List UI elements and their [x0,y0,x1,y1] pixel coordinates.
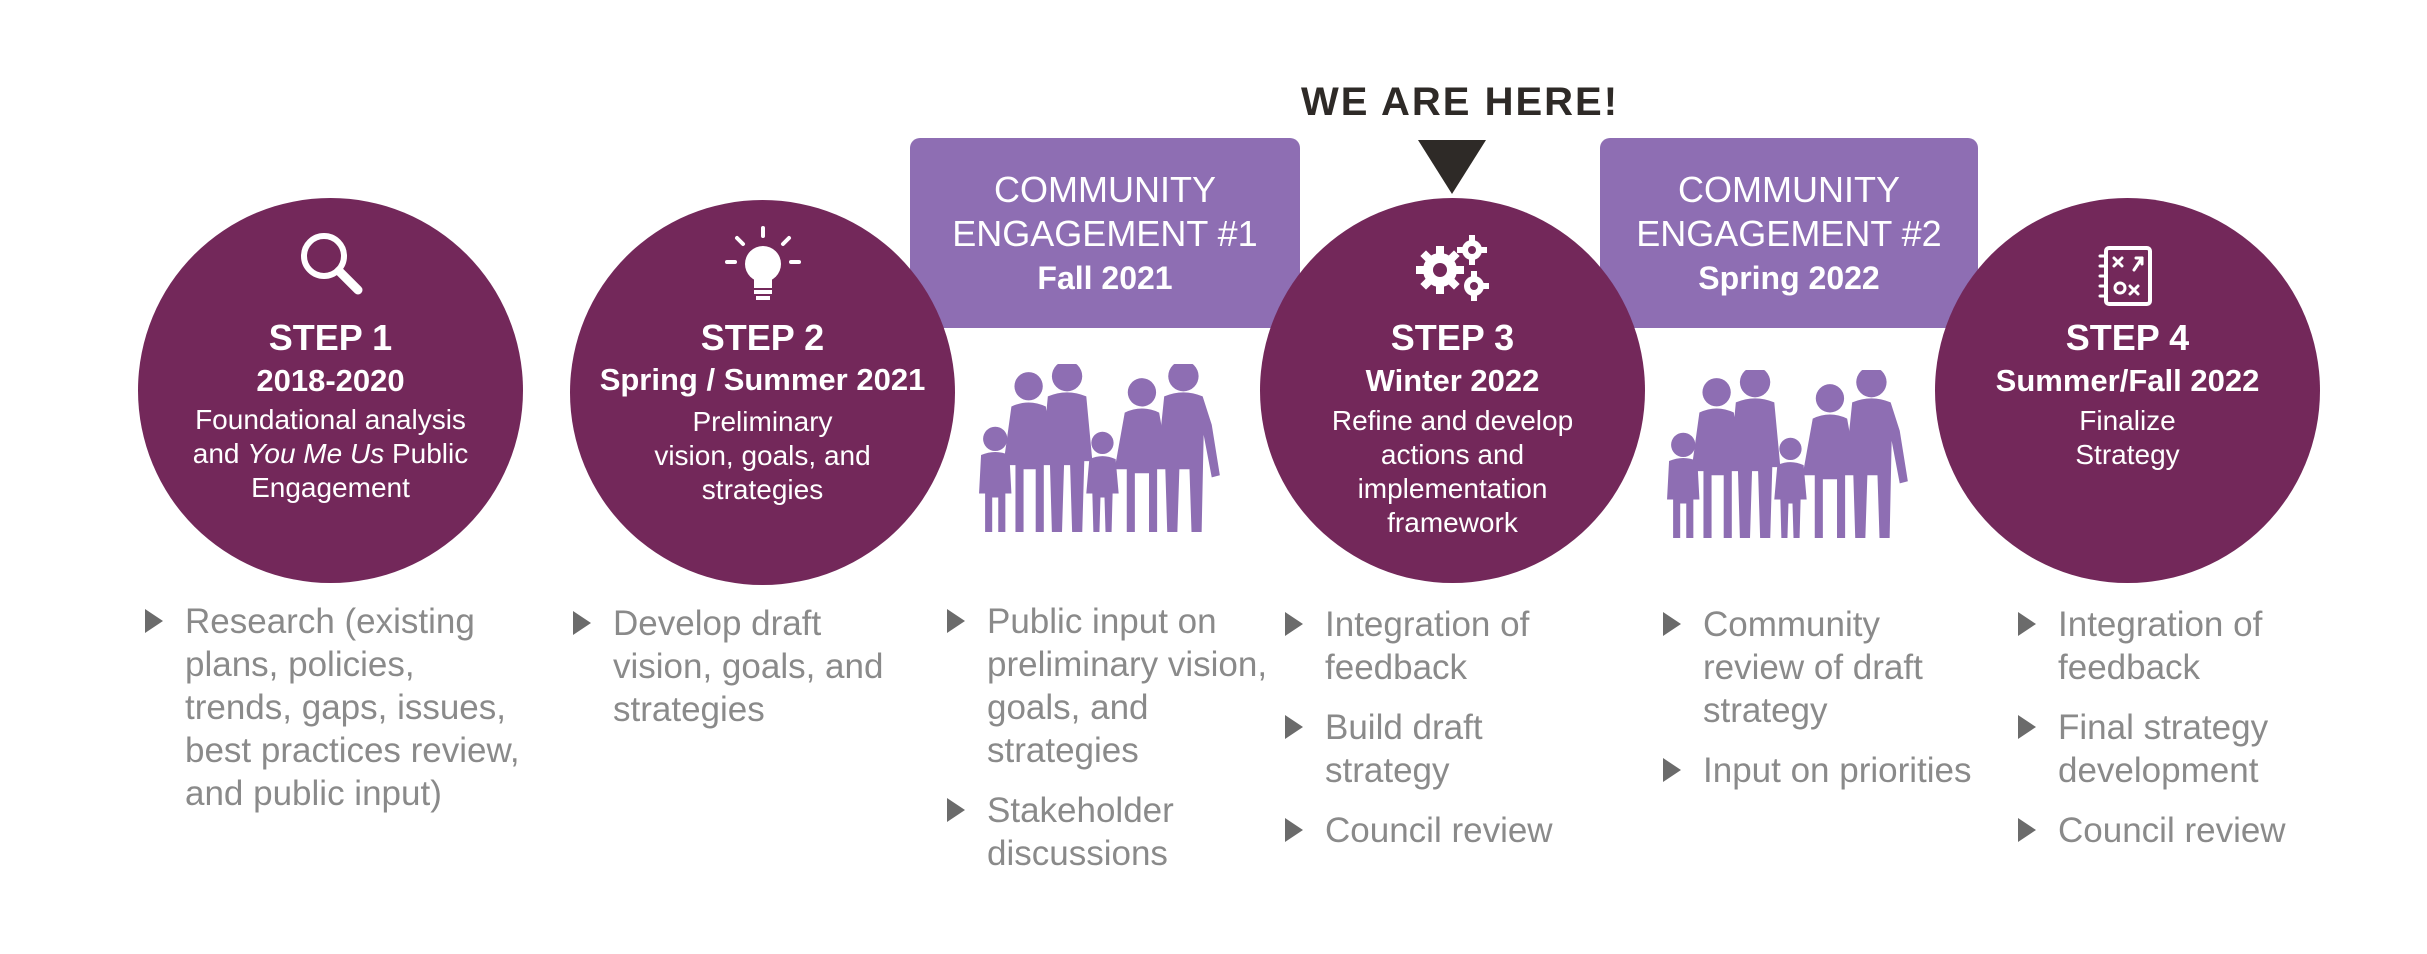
step-4-bullets: Integration of feedback Final strategy d… [2018,603,2318,869]
bullet-text: Input on priorities [1703,751,1972,790]
triangle-bullet-icon [573,611,591,635]
step-2-bullets: Develop draft vision, goals, and strateg… [573,602,903,748]
triangle-bullet-icon [145,609,163,633]
list-item: Integration of feedback [1285,603,1585,689]
engagement-1-bullets: Public input on preliminary vision, goal… [947,600,1277,892]
triangle-bullet-icon [1285,818,1303,842]
step-3-desc-line4: framework [1387,507,1518,538]
list-item: Research (existing plans, policies, tren… [145,600,525,815]
engagement-2-bullets: Community review of draft strategy Input… [1663,603,1983,809]
bullet-text: Research (existing plans, policies, tren… [185,602,520,813]
step-4-desc-line1: Finalize [2079,405,2176,436]
triangle-bullet-icon [947,609,965,633]
step-3-circle: STEP 3 Winter 2022 Refine and develop ac… [1260,198,1645,583]
step-2-desc-line1: Preliminary [692,406,833,437]
triangle-bullet-icon [1663,758,1681,782]
strategy-board-icon [2098,246,2152,306]
step-1-desc-youmeus: You Me Us [247,438,385,469]
magnifier-icon [300,233,362,295]
step-3-bullets: Integration of feedback Build draft stra… [1285,603,1585,869]
bullet-text: Council review [1325,811,1553,850]
triangle-bullet-icon [947,798,965,822]
list-item: Public input on preliminary vision, goal… [947,600,1277,772]
triangle-bullet-icon [2018,818,2036,842]
step-3-date: Winter 2022 [1365,363,1540,398]
bullet-text: Develop draft vision, goals, and strateg… [613,604,884,729]
step-2-desc-line3: strategies [701,474,824,505]
bullet-text: Build draft strategy [1325,708,1483,790]
engagement-1-title-line1: COMMUNITY [994,169,1216,210]
step-1-desc-line2: and You Me Us Public [138,437,523,471]
step-3-desc-line3: implementation [1357,473,1548,504]
triangle-bullet-icon [1663,612,1681,636]
bullet-text: Community review of draft strategy [1703,605,1923,730]
list-item: Build draft strategy [1285,706,1585,792]
step-1-circle: STEP 1 2018-2020 Foundational analysis a… [138,198,523,583]
family-icon [1660,370,1925,542]
step-1-desc-public: Public [384,438,469,469]
step-4-desc-line2: Strategy [2075,439,2180,470]
engagement-2-title-line1: COMMUNITY [1678,169,1900,210]
family-icon [972,364,1237,536]
bullet-text: Stakeholder discussions [987,791,1174,873]
step-3-title: STEP 3 [1390,317,1515,358]
bullet-text: Final strategy development [2058,708,2269,790]
bullet-text: Integration of feedback [1325,605,1530,687]
list-item: Develop draft vision, goals, and strateg… [573,602,903,731]
step-4-title: STEP 4 [2065,317,2190,358]
step-2-desc-line2: vision, goals, and [654,440,871,471]
list-item: Integration of feedback [2018,603,2318,689]
engagement-1-title-line2: ENGAGEMENT #1 [952,213,1258,254]
list-item: Input on priorities [1663,749,1983,792]
gears-icon [1415,235,1489,301]
triangle-bullet-icon [1285,612,1303,636]
step-3-desc-line2: actions and [1380,439,1525,470]
bullet-text: Council review [2058,811,2286,850]
we-are-here-arrow-icon [1418,140,1486,194]
list-item: Council review [1285,809,1585,852]
community-engagement-2-box: COMMUNITY ENGAGEMENT #2 Spring 2022 [1600,138,1978,328]
community-engagement-1-box: COMMUNITY ENGAGEMENT #1 Fall 2021 [910,138,1300,328]
triangle-bullet-icon [1285,715,1303,739]
step-1-desc-line3: Engagement [251,472,410,503]
step-2-date: Spring / Summer 2021 [599,362,926,397]
step-4-circle: STEP 4 Summer/Fall 2022 Finalize Strateg… [1935,198,2320,583]
step-2-title: STEP 2 [700,317,825,358]
step-1-desc-and: and [192,438,248,469]
list-item: Stakeholder discussions [947,789,1277,875]
bullet-text: Integration of feedback [2058,605,2263,687]
step-1-title: STEP 1 [268,317,393,358]
list-item: Council review [2018,809,2318,852]
step-4-date: Summer/Fall 2022 [1995,363,2260,398]
list-item: Final strategy development [2018,706,2318,792]
engagement-1-date: Fall 2021 [1037,260,1173,296]
engagement-2-date: Spring 2022 [1698,260,1880,296]
list-item: Community review of draft strategy [1663,603,1983,732]
triangle-bullet-icon [2018,715,2036,739]
bullet-text: Public input on preliminary vision, goal… [987,602,1268,770]
step-2-circle: STEP 2 Spring / Summer 2021 Preliminary … [570,200,955,585]
step-1-desc-line1: Foundational analysis [195,404,466,435]
triangle-bullet-icon [2018,612,2036,636]
lightbulb-icon [724,226,801,300]
engagement-2-title-line2: ENGAGEMENT #2 [1636,213,1942,254]
step-1-bullets: Research (existing plans, policies, tren… [145,600,525,832]
step-3-desc-line1: Refine and develop [1331,405,1574,436]
we-are-here-label: WE ARE HERE! [1300,80,1620,124]
step-1-date: 2018-2020 [256,363,405,398]
